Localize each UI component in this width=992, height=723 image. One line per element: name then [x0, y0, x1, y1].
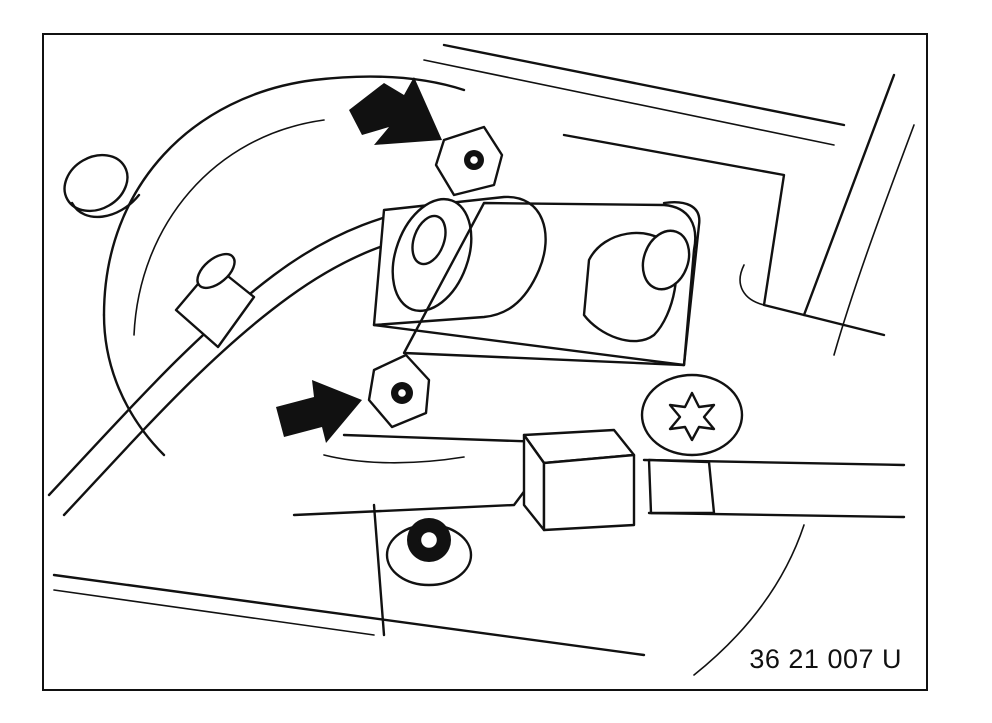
bracket-plate-inner [739, 264, 765, 306]
bottom-plate-line [52, 573, 646, 657]
flange-edge [372, 201, 701, 367]
bottom-diagonal [372, 503, 386, 637]
support-arm-bottom [292, 463, 546, 517]
right-frame-curve-2 [833, 124, 915, 356]
sensor-front-inner [411, 214, 447, 266]
bracket-plate [562, 133, 886, 337]
technical-illustration [47, 43, 915, 676]
torx-screw [640, 373, 744, 457]
housing-inner-arc [133, 119, 325, 336]
upper-nut-hole [467, 153, 481, 167]
hose-clamp-end [196, 252, 236, 290]
flange-pin [641, 229, 691, 291]
upper-plate-edge-2 [423, 59, 835, 146]
cable-sleeve [647, 458, 716, 515]
bottom-plate-line-2 [53, 589, 375, 636]
cap-side [70, 193, 141, 219]
torx-symbol [668, 391, 716, 442]
lower-pointer-arrow [276, 380, 362, 443]
cap-top [63, 153, 129, 213]
connector-block-side [542, 453, 636, 532]
housing-lower-arc [102, 313, 166, 457]
bottom-bolt-center [418, 529, 440, 551]
right-frame-curve [802, 73, 896, 317]
housing-outline [102, 75, 466, 317]
upper-pointer-arrow [349, 77, 442, 145]
support-arm-rib [323, 454, 465, 464]
upper-plate-edge [442, 43, 846, 127]
lower-nut-hole [395, 386, 409, 400]
figure-number: 36 21 007 U [749, 644, 902, 674]
illustration-frame: 36 21 007 U [42, 33, 928, 691]
lower-right-curve [693, 524, 805, 676]
